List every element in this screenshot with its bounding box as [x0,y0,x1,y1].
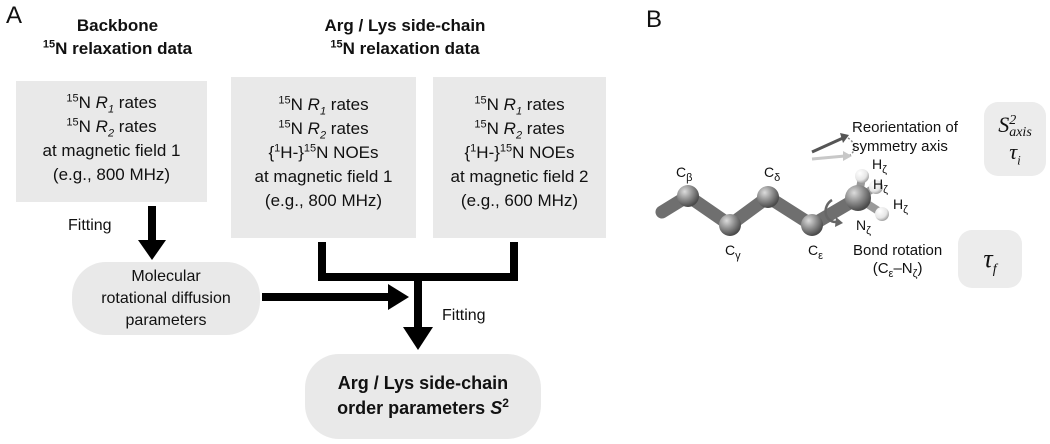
box2-noe: {1H-}15N NOEs [268,142,379,162]
panel-a-label: A [6,2,23,29]
box3-field: at magnetic field 2 [450,167,589,186]
panel-b-label: B [646,6,663,33]
box3-noe: {1H-}15N NOEs [464,142,575,162]
atom-h-zeta-3 [875,207,889,221]
atom-c-delta [757,186,779,208]
diffusion-parameters-pill: Molecular rotational diffusion parameter… [72,262,260,335]
atom-c-beta [677,185,699,207]
atom-n-zeta [845,185,871,211]
box1-field: at magnetic field 1 [42,141,181,160]
atom-h-zeta-1 [855,169,869,183]
sidechain-header-line1: Arg / Lys side-chain [324,16,486,35]
box3-r1: 15N R1 rates [474,94,565,118]
sidechain-header: Arg / Lys side-chain 15N relaxation data [255,14,555,60]
fitting-label-left: Fitting [68,217,112,234]
label-c-gamma: Cγ [725,242,741,262]
reorientation-arrowhead-dark [840,133,849,143]
box3-example: (e.g., 600 MHz) [460,191,579,210]
label-c-epsilon: Cε [808,242,824,262]
diffusion-line2: rotational diffusion [101,290,231,307]
arrow-diffusion-head [388,284,409,310]
box2-field: at magnetic field 1 [254,167,393,186]
label-c-delta: Cδ [764,164,781,184]
sidechain-field1-box: 15N R1 rates 15N R2 rates {1H-}15N NOEs … [231,77,416,238]
sidechain-header-line2: N relaxation data [342,39,480,58]
bond-rotation-label: Bond rotation (Cε–Nζ) [853,242,943,280]
atom-c-epsilon [801,214,823,236]
bond-rotation-arrow [824,198,837,224]
sidechain-header-sup: 15 [330,38,343,51]
backbone-header-line1: Backbone [76,16,159,35]
backbone-header-line2: N relaxation data [55,39,193,58]
box2-example: (e.g., 800 MHz) [264,191,383,210]
box1-r2: 15N R2 rates [66,116,157,140]
arrow-box1-head [138,240,166,260]
reorientation-arrowhead-light [843,151,852,161]
reorientation-arrow-dark [811,136,844,154]
box2-r1: 15N R1 rates [278,94,369,118]
result-line1: Arg / Lys side-chain [337,373,509,393]
box3-r2: 15N R2 rates [474,118,565,142]
reorientation-arrow-light [811,154,846,161]
arrow-bracket-head [403,327,433,350]
box1-example: (e.g., 800 MHz) [52,165,171,184]
tau-f-box: τf [958,230,1022,288]
diffusion-line3: parameters [125,312,207,329]
fitting-label-right: Fitting [442,307,486,324]
result-line2: order parameters S2 [337,396,509,418]
backbone-header-sup: 15 [42,38,56,51]
order-parameters-pill: Arg / Lys side-chain order parameters S2 [305,354,541,439]
bond-rotation-arrowhead [835,217,843,227]
label-h-zeta-2: Hζ [873,176,888,196]
backbone-data-box: 15N R1 rates 15N R2 rates at magnetic fi… [16,81,207,202]
sidechain-field2-box: 15N R1 rates 15N R2 rates {1H-}15N NOEs … [433,77,606,238]
box1-r1: 15N R1 rates [66,92,157,116]
box2-r2: 15N R2 rates [278,118,369,142]
backbone-header: Backbone 15N relaxation data [10,14,225,60]
label-c-beta: Cβ [676,164,693,184]
tau-f-symbol: τf [983,244,997,278]
diffusion-line1: Molecular [131,268,201,285]
reorientation-label: Reorientation of symmetry axis [852,119,958,155]
atom-c-gamma [719,214,741,236]
atom-h-zeta-2 [869,180,883,194]
tau-i-symbol: τi [1009,138,1021,168]
label-h-zeta-3: Hζ [893,196,908,216]
label-n-zeta: Nζ [856,217,871,237]
label-h-zeta-1: Hζ [872,156,887,176]
